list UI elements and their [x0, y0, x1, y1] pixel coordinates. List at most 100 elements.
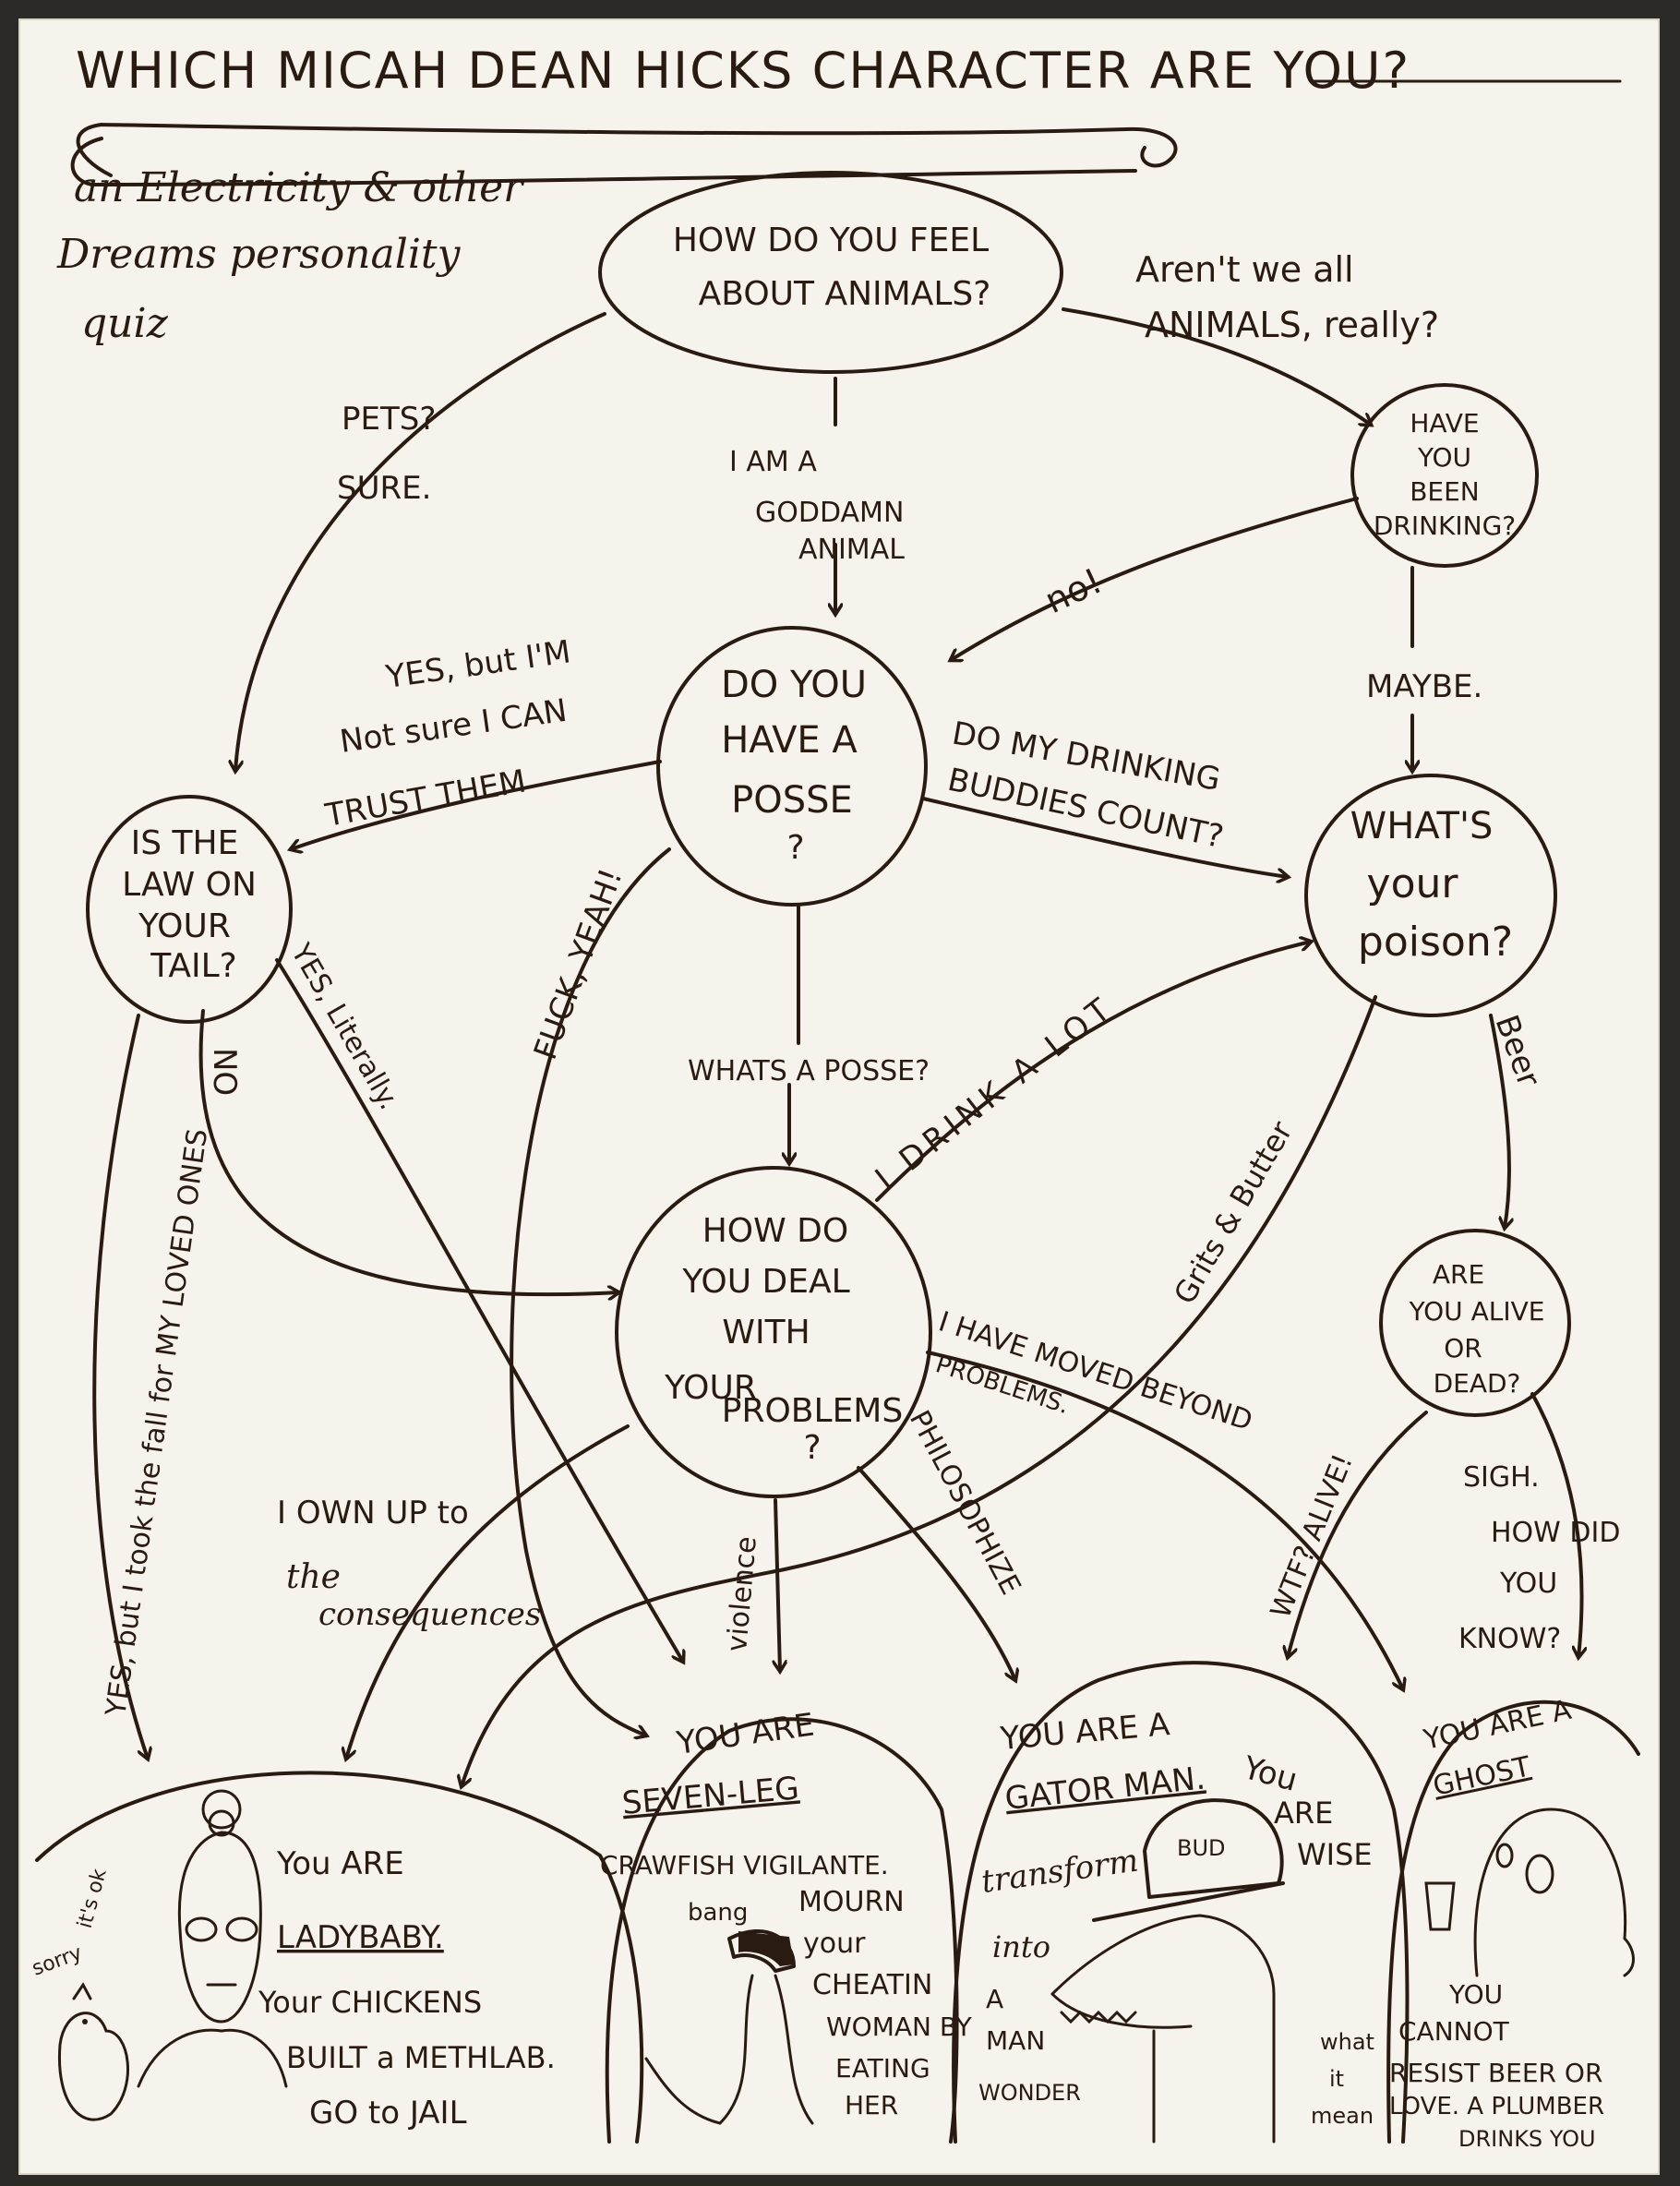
- node-animals: HOW DO YOU FEEL ABOUT ANIMALS?: [598, 171, 1063, 374]
- result-crawfish-desc-3: CHEATIN: [812, 1969, 932, 2001]
- edge-trust-line-3: TRUST THEM: [322, 763, 529, 835]
- node-drinking: HAVE YOU BEEN DRINKING?: [1350, 383, 1539, 568]
- result-gator-line-5: WISE: [1297, 1837, 1373, 1872]
- edge-sigh-line-2: HOW DID: [1491, 1517, 1620, 1549]
- result-crawfish-desc-5: EATING: [835, 2053, 930, 2084]
- node-poison-line-1: WHAT'S: [1350, 805, 1494, 847]
- edge-goddamn-line-3: ANIMAL: [798, 534, 905, 566]
- result-gator-line-1: YOU ARE A: [998, 1706, 1171, 1758]
- node-posse: DO YOU HAVE A POSSE ?: [656, 626, 928, 907]
- sketch-what: what: [1320, 2029, 1374, 2055]
- result-ladybaby-line-2: LADYBABY.: [277, 1919, 444, 1956]
- node-problems-line-6: ?: [803, 1429, 821, 1467]
- node-problems-line-3: WITH: [722, 1314, 810, 1351]
- edge-sigh-line-4: KNOW?: [1458, 1623, 1561, 1655]
- edge-trust-line-1: YES, but I'M: [383, 633, 573, 696]
- result-crawfish-line-3: CRAWFISH VIGILANTE.: [600, 1850, 889, 1880]
- result-ladybaby-desc-3: GO to JAIL: [309, 2095, 467, 2132]
- arrow-yes-literally: [275, 958, 683, 1662]
- result-gator-desc-3: A: [986, 1984, 1003, 2014]
- result-ghost: YOU ARE A GHOST YOU CANNOT RESIST BEER O…: [1386, 1694, 1640, 2152]
- result-ghost-desc-1: YOU: [1448, 1979, 1503, 2010]
- result-gator-line-4: ARE: [1274, 1796, 1333, 1831]
- edge-took-fall: YES, but I took the fall for MY LOVED ON…: [100, 1127, 214, 1719]
- arrow-no-law: [198, 1009, 618, 1294]
- result-ghost-desc-4: LOVE. A PLUMBER: [1389, 2093, 1604, 2120]
- node-drinking-line-1: HAVE: [1410, 408, 1479, 438]
- crawfish-sketch: [644, 1928, 814, 2125]
- sketch-bud: BUD: [1177, 1835, 1226, 1861]
- node-animals-line-2: ABOUT ANIMALS?: [699, 275, 991, 313]
- edge-own-up-line-2: the: [286, 1558, 341, 1596]
- result-ladybaby-line-1: You ARE: [276, 1845, 404, 1882]
- arrow-pets: [235, 312, 606, 771]
- subtitle-line-1: an Electricity & other: [74, 164, 525, 211]
- arrow-violence: [775, 1498, 780, 1671]
- result-ladybaby-dome: [35, 1771, 644, 2144]
- result-ladybaby: You ARE LADYBABY. Your CHICKENS BUILT a …: [30, 1771, 644, 2144]
- arrow-drink-lot: [875, 942, 1311, 1202]
- quiz-paper: [18, 18, 1660, 2175]
- woman-sketch: [137, 1789, 288, 2088]
- edge-no-law: NO: [206, 1048, 243, 1096]
- result-gator-desc-1: transform: [979, 1842, 1141, 1900]
- node-drinking-line-3: BEEN: [1410, 476, 1480, 507]
- edge-goddamn-line-2: GODDAMN: [755, 497, 904, 529]
- edge-own-up-line-3: consequences: [318, 1596, 541, 1633]
- result-crawfish-line-2: SEVEN-LEG: [620, 1770, 800, 1822]
- node-law-line-2: LAW ON: [122, 866, 257, 904]
- chicken-sketch: [57, 1982, 129, 2121]
- arrow-own-up: [346, 1424, 630, 1759]
- ghost-sketch: [1424, 1808, 1635, 1977]
- node-alive-line-3: OR: [1444, 1333, 1482, 1363]
- node-posse-line-2: HAVE A: [721, 719, 858, 762]
- edge-wtf-alive: WTF? ALIVE!: [1265, 1449, 1360, 1623]
- edge-whats-posse: WHATS A POSSE?: [688, 1055, 930, 1087]
- sketch-bang: bang: [688, 1899, 748, 1927]
- result-ghost-desc-2: CANNOT: [1398, 2016, 1510, 2047]
- sketch-its-ok: it's ok: [74, 1867, 112, 1931]
- result-crawfish-desc-1: MOURN: [798, 1886, 905, 1918]
- result-crawfish-desc-2: your: [803, 1928, 866, 1960]
- result-crawfish: YOU ARE SEVEN-LEG CRAWFISH VIGILANTE. ba…: [600, 1706, 973, 2144]
- edge-animals-really-line-1: Aren't we all: [1135, 249, 1354, 290]
- node-posse-line-1: DO YOU: [721, 664, 867, 706]
- arrow-moved-beyond: [926, 1351, 1403, 1689]
- node-alive-line-2: YOU ALIVE: [1409, 1296, 1545, 1327]
- edge-sigh-line-1: SIGH.: [1463, 1461, 1540, 1494]
- edge-sigh-line-3: YOU: [1499, 1567, 1557, 1600]
- arrow-buddies: [921, 797, 1288, 877]
- subtitle-line-2: Dreams personality: [56, 231, 462, 278]
- node-law: IS THE LAW ON YOUR TAIL?: [86, 795, 293, 1024]
- result-crawfish-line-1: YOU ARE: [674, 1706, 817, 1762]
- edge-trust-line-2: Not sure I CAN: [338, 692, 570, 761]
- edge-drink-lot: I DRINK A LOT: [869, 989, 1122, 1197]
- arrow-animals-really: [1062, 307, 1371, 425]
- edge-yes-literally: YES, Literally.: [284, 938, 405, 1116]
- node-alive-line-4: DEAD?: [1434, 1368, 1521, 1399]
- node-problems-line-2: YOU DEAL: [681, 1263, 849, 1301]
- result-crawfish-desc-4: WOMAN BY: [826, 2012, 973, 2042]
- quiz-title: WHICH MICAH DEAN HICKS CHARACTER ARE YOU…: [76, 42, 1410, 100]
- arrow-whats-posse: [789, 905, 798, 1163]
- result-gator-dome: [952, 1661, 1410, 2144]
- result-ladybaby-desc-1: Your CHICKENS: [258, 1985, 482, 2020]
- sketch-mean: mean: [1311, 2103, 1374, 2129]
- node-problems: HOW DO YOU DEAL WITH YOUR PROBLEMS ?: [615, 1166, 932, 1498]
- node-problems-line-5: PROBLEMS: [722, 1392, 903, 1430]
- sketch-sorry: sorry: [30, 1941, 86, 1981]
- result-ghost-dome: [1386, 1700, 1640, 2144]
- node-alive: ARE YOU ALIVE OR DEAD?: [1379, 1229, 1571, 1417]
- edge-fuck-yeah: FUCK, YEAH!: [527, 864, 630, 1064]
- node-law-line-4: TAIL?: [150, 947, 237, 985]
- result-ladybaby-desc-2: BUILT a METHLAB.: [286, 2040, 556, 2075]
- edge-violence: violence: [721, 1535, 763, 1653]
- edge-pets-line-1: PETS?: [342, 401, 436, 438]
- arrow-fuck-yeah: [510, 847, 671, 1736]
- edge-pets-line-2: SURE.: [337, 470, 431, 507]
- node-problems-line-1: HOW DO: [702, 1212, 849, 1250]
- node-poison-line-2: your: [1367, 860, 1459, 907]
- node-problems-line-4: YOUR: [664, 1369, 757, 1407]
- result-ghost-line-1: YOU ARE A: [1420, 1694, 1574, 1757]
- node-alive-line-1: ARE: [1433, 1259, 1484, 1290]
